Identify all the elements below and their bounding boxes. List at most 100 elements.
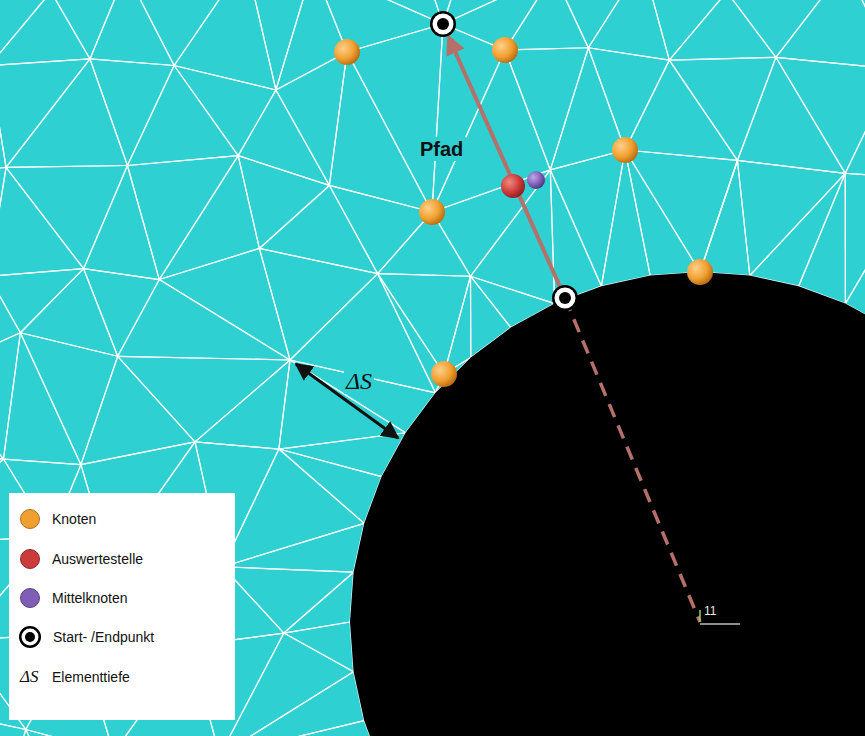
mesh-edge	[470, 276, 554, 303]
mesh-edge	[432, 24, 443, 212]
mesh-edge	[276, 90, 329, 185]
mesh-edge	[220, 721, 364, 736]
mesh-edge	[669, 60, 737, 160]
node-dots	[334, 37, 713, 387]
mesh-edge	[26, 730, 114, 736]
mesh-edge	[290, 274, 378, 360]
mesh-edge	[81, 442, 195, 465]
mesh-edge	[550, 170, 601, 286]
mesh-edge	[776, 57, 865, 69]
mesh-edge	[444, 276, 470, 374]
mesh-edge	[223, 523, 364, 566]
mesh-edge	[90, 59, 174, 66]
legend-text: Elementtiefe	[52, 669, 130, 685]
legend-swatch	[20, 549, 40, 569]
mesh-edge	[313, 0, 443, 24]
mesh-edge	[127, 66, 174, 166]
mesh-edge	[378, 274, 436, 393]
mesh-edge	[470, 276, 510, 327]
mesh-edge	[0, 59, 90, 66]
mesh-edge	[3, 333, 20, 459]
mesh-edge	[84, 165, 128, 268]
mesh-edge	[90, 59, 174, 66]
mesh-edge	[0, 167, 6, 276]
node-number: 11	[703, 605, 717, 618]
mesh-edge	[737, 160, 845, 173]
mesh-edge	[126, 0, 174, 66]
legend-entry: Knoten	[20, 504, 96, 534]
mesh-edge	[159, 280, 290, 360]
mesh-edge	[432, 170, 550, 212]
mesh-edge	[776, 57, 845, 173]
mid-node-dot	[527, 171, 545, 189]
mesh-edge	[550, 170, 554, 304]
mesh-edge	[0, 269, 84, 277]
mesh-edge	[279, 433, 406, 449]
mesh-edge	[276, 0, 313, 90]
mesh-edge	[20, 333, 81, 465]
mesh-edge	[195, 442, 279, 449]
mesh-edge	[284, 633, 354, 672]
mesh-edge	[223, 523, 364, 566]
mesh-edge	[550, 48, 588, 170]
mesh-edge	[845, 173, 865, 178]
mesh-edge	[776, 0, 846, 57]
mesh-edge	[329, 185, 377, 273]
mesh-edge	[625, 150, 650, 276]
mesh-edge	[220, 721, 364, 736]
mesh-edge	[0, 0, 51, 65]
mesh-edge	[0, 730, 26, 736]
mesh-edge	[259, 248, 290, 360]
mesh-edge	[550, 170, 554, 304]
mesh-edge	[625, 150, 650, 276]
axis-tick	[700, 623, 740, 625]
mesh-edge	[432, 170, 550, 212]
mesh-edge	[118, 356, 290, 360]
path-arrow	[449, 38, 565, 298]
node-dot	[419, 199, 445, 225]
mesh-edge	[118, 280, 160, 357]
mesh-edge	[313, 0, 443, 24]
mesh-edge	[443, 0, 554, 24]
mesh-edge	[550, 170, 601, 286]
mesh-edge	[750, 173, 845, 275]
mesh-edge	[0, 276, 20, 332]
mesh-edge	[799, 173, 846, 286]
mesh-edge	[776, 57, 865, 69]
legend-entry: Mittelknoten	[20, 583, 127, 613]
mesh-edge	[6, 167, 84, 268]
mesh-edge	[845, 178, 865, 303]
mesh-edge	[195, 360, 290, 442]
mesh-edge	[0, 167, 6, 276]
node-dot	[492, 37, 518, 63]
mesh-edge	[238, 90, 276, 156]
mesh-edge	[750, 173, 845, 275]
mesh-edge	[432, 24, 443, 212]
mesh-edge	[159, 156, 238, 280]
mesh-edge	[470, 170, 550, 276]
mesh-edge	[223, 567, 354, 572]
legend-entry: Auswertestelle	[20, 544, 143, 574]
mesh-edge	[238, 156, 259, 249]
mesh-edge	[174, 66, 276, 90]
axis-tick	[699, 610, 701, 622]
mesh-edge	[329, 185, 432, 212]
mesh-edge	[444, 276, 470, 374]
mesh-edge	[378, 274, 471, 277]
mesh-edge	[284, 633, 354, 672]
mesh-edge	[0, 59, 90, 66]
mesh-edge	[669, 0, 726, 60]
mesh-edge	[118, 280, 160, 357]
mesh-edge	[84, 269, 118, 357]
mesh-edge	[84, 269, 118, 357]
mesh-edge	[588, 48, 625, 150]
mesh-edge	[3, 333, 20, 459]
legend-box	[9, 493, 235, 720]
mesh-edge	[378, 274, 444, 374]
node-dot	[334, 39, 360, 65]
mesh-edge	[246, 0, 276, 90]
element-depth-label: ΔS	[344, 368, 374, 394]
mesh-edge	[347, 24, 443, 52]
mesh-edge	[90, 59, 127, 166]
